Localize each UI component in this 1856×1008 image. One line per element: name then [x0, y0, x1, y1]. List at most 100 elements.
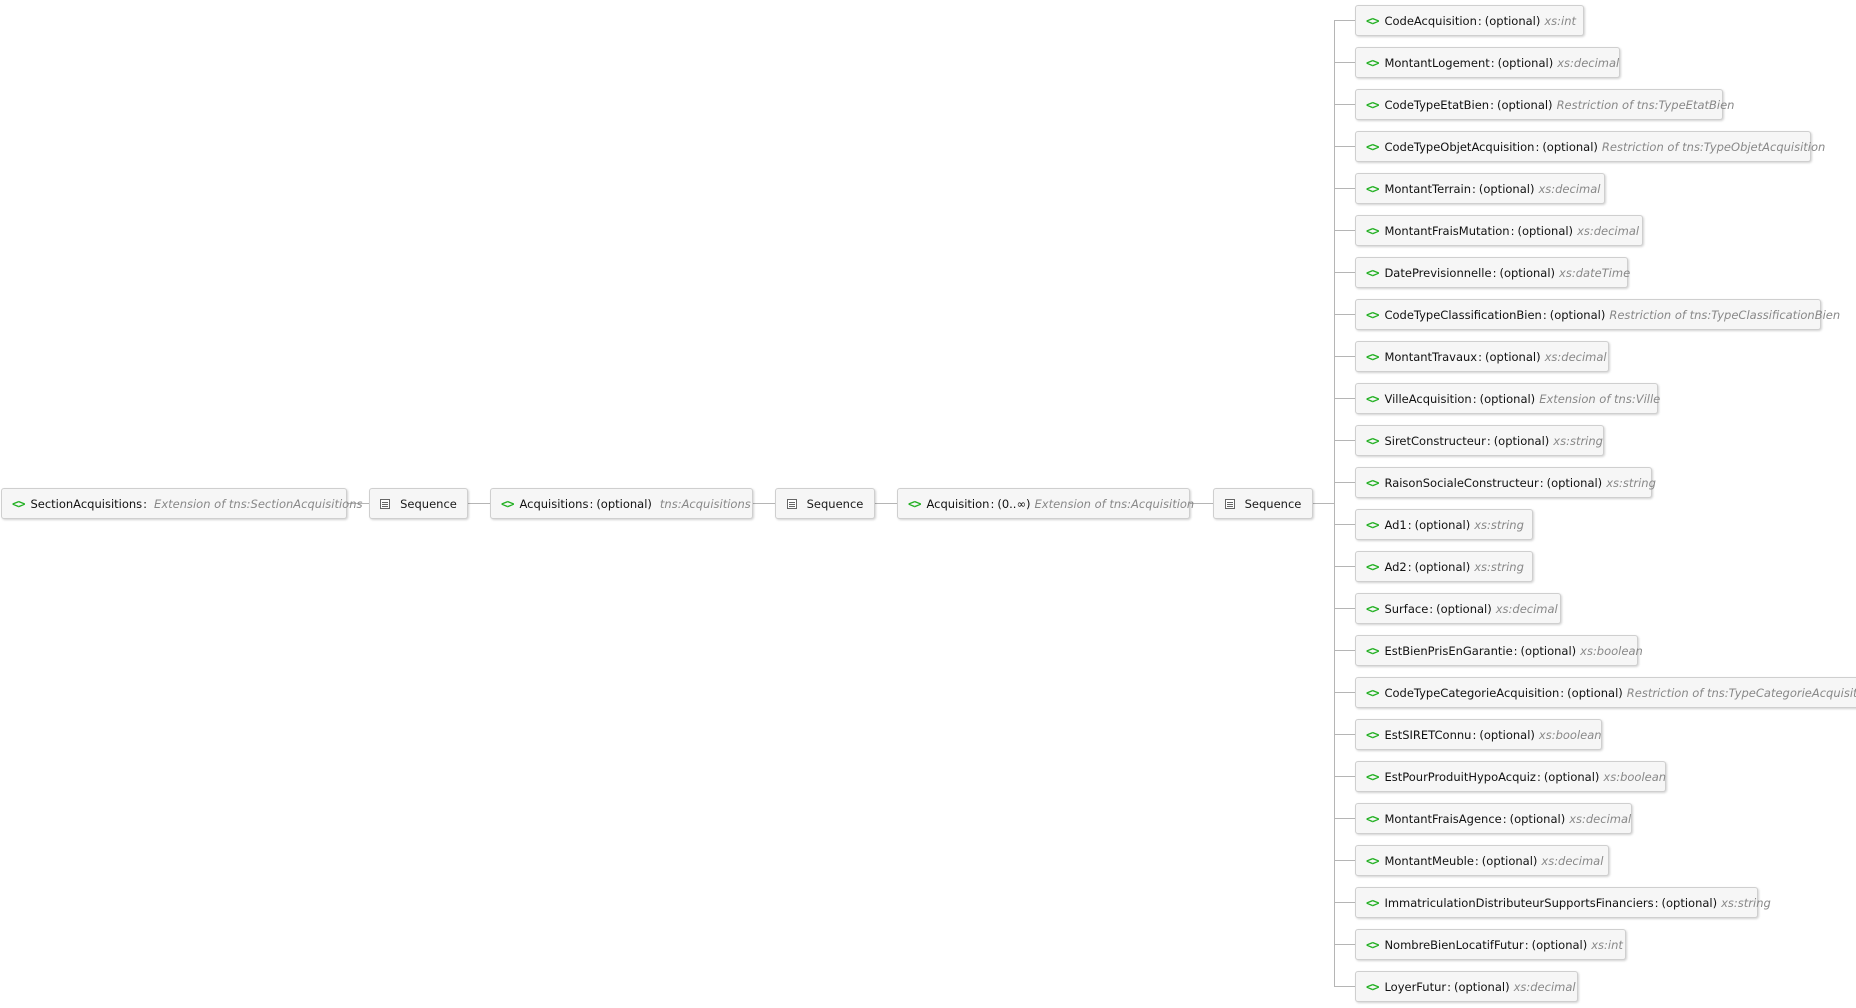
child-element-villeacquisition[interactable]: <>VilleAcquisition :(optional)Extension …	[1355, 383, 1661, 414]
element-type: tns:Acquisitions	[659, 496, 751, 511]
element-name: EstSIRETConnu	[1384, 727, 1472, 742]
element-occurs: (optional)	[1661, 895, 1718, 910]
element-name: DatePrevisionnelle	[1384, 265, 1492, 280]
element-type: xs:string	[1721, 895, 1771, 910]
child-element-estbienprisengarantie[interactable]: <>EstBienPrisEnGarantie :(optional)xs:bo…	[1355, 635, 1643, 666]
element-name: SectionAcquisitions	[30, 496, 143, 511]
child-element-codeacquisition[interactable]: <>CodeAcquisition :(optional)xs:int	[1355, 5, 1584, 36]
sequence-node-2[interactable]: Sequence	[775, 488, 875, 519]
element-icon: <>	[1366, 601, 1379, 616]
child-element-montanttravaux[interactable]: <> MontantTravaux :(optional)xs:decimal	[1355, 341, 1609, 372]
element-icon: <>	[1366, 979, 1379, 994]
child-element-montantfraisagence[interactable]: <>MontantFraisAgence :(optional)xs:decim…	[1355, 803, 1632, 834]
element-icon: <>	[1366, 391, 1379, 406]
element-occurs: (optional)	[1485, 349, 1541, 364]
name-separator: :	[1524, 937, 1529, 952]
name-separator: :	[1472, 727, 1477, 742]
element-occurs: (optional)	[1496, 97, 1553, 112]
name-separator: :	[1539, 475, 1544, 490]
child-element-dateprevisionnelle[interactable]: <>DatePrevisionnelle :(optional)xs:dateT…	[1355, 257, 1630, 288]
sequence-icon	[786, 498, 797, 509]
element-type: xs:decimal	[1557, 55, 1620, 70]
name-separator: :	[1477, 13, 1482, 28]
element-name: Acquisitions	[519, 496, 589, 511]
name-separator: :	[1560, 685, 1565, 700]
element-name: EstPourProduitHypoAcquiz	[1384, 769, 1536, 784]
element-type: xs:decimal	[1569, 811, 1632, 826]
element-occurs: (optional)	[1478, 181, 1535, 196]
child-element-codetypeobjetacquisition[interactable]: <>CodeTypeObjetAcquisition :(optional)Re…	[1355, 131, 1825, 162]
element-type: Restriction of tns:TypeCategorieAcquisit…	[1626, 685, 1856, 700]
element-occurs: (optional)	[1484, 13, 1541, 28]
element-occurs: (optional)	[1479, 727, 1535, 742]
child-element-ad2[interactable]: <>Ad2 :(optional)xs:string	[1355, 551, 1533, 582]
child-element-montantfraismutation[interactable]: <>MontantFraisMutation :(optional)xs:dec…	[1355, 215, 1643, 246]
element-acquisitions[interactable]: <> Acquisitions : (optional) tns:Acquisi…	[490, 488, 753, 519]
element-type: Restriction of tns:TypeEtatBien	[1556, 97, 1735, 112]
name-separator: :	[1502, 811, 1507, 826]
child-element-montantmeuble[interactable]: <>MontantMeuble :(optional)xs:decimal	[1355, 845, 1609, 876]
element-type: xs:boolean	[1580, 643, 1643, 658]
element-occurs: (optional)	[1479, 391, 1536, 406]
element-name: MontantTerrain	[1384, 181, 1471, 196]
child-element-estsiretconnu[interactable]: <>EstSIRETConnu :(optional)xs:boolean	[1355, 719, 1602, 750]
element-type: xs:string	[1474, 517, 1524, 532]
element-type: xs:decimal	[1495, 601, 1558, 616]
element-name: RaisonSocialeConstructeur	[1384, 475, 1539, 490]
child-element-montantlogement[interactable]: <>MontantLogement :(optional)xs:decimal	[1355, 47, 1620, 78]
name-separator: :	[990, 496, 995, 511]
child-element-raisonsocialeconstructeur[interactable]: <>RaisonSocialeConstructeur :(optional)x…	[1355, 467, 1656, 498]
element-type: xs:int	[1591, 937, 1623, 952]
element-occurs: (optional)	[1414, 517, 1471, 532]
name-separator: :	[1447, 979, 1451, 994]
element-icon: <>	[1366, 349, 1379, 364]
element-type: xs:decimal	[1541, 853, 1604, 868]
element-type: xs:boolean	[1603, 769, 1667, 784]
element-icon: <>	[1366, 55, 1379, 70]
element-occurs: (optional)	[1509, 811, 1566, 826]
element-icon: <>	[1366, 853, 1379, 868]
element-name: CodeTypeObjetAcquisition	[1384, 139, 1535, 154]
child-element-codetypeetatbien[interactable]: <>CodeTypeEtatBien :(optional)Restrictio…	[1355, 89, 1734, 120]
element-name: CodeTypeEtatBien	[1384, 97, 1490, 112]
element-icon: <>	[1366, 307, 1379, 322]
child-element-codetypecategorieacquisition[interactable]: <>CodeTypeCategorieAcquisition :(optiona…	[1355, 677, 1856, 708]
element-acquisition[interactable]: <> Acquisition : (0..∞) Extension of tns…	[897, 488, 1194, 519]
element-occurs: (0..∞)	[997, 496, 1031, 511]
child-element-montantterrain[interactable]: <>MontantTerrain :(optional)xs:decimal	[1355, 173, 1605, 204]
element-type: xs:boolean	[1538, 727, 1602, 742]
element-section-acquisitions[interactable]: <> SectionAcquisitions : Extension of tn…	[1, 488, 362, 519]
element-occurs: (optional)	[1493, 433, 1550, 448]
sequence-icon	[1224, 498, 1235, 509]
child-element-siretconstructeur[interactable]: <>SiretConstructeur :(optional)xs:string	[1355, 425, 1604, 456]
element-occurs: (optional)	[1414, 559, 1471, 574]
element-name: MontantLogement	[1384, 55, 1490, 70]
element-icon: <>	[1366, 559, 1379, 574]
sequence-label: Sequence	[1244, 496, 1302, 511]
element-occurs: (optional)	[1520, 643, 1577, 658]
element-type: Extension of tns:Acquisition	[1034, 496, 1195, 511]
child-element-nombrebienlocatiffutur[interactable]: <>NombreBienLocatifFutur :(optional)xs:i…	[1355, 929, 1626, 960]
child-element-immatriculationdistributeursupportsfinanciers[interactable]: <>ImmatriculationDistributeurSupportsFin…	[1355, 887, 1771, 918]
child-element-codetypeclassificationbien[interactable]: <>CodeTypeClassificationBien :(optional)…	[1355, 299, 1840, 330]
child-element-loyerfutur[interactable]: <>LoyerFutur :(optional)xs:decimal	[1355, 971, 1578, 1002]
child-element-surface[interactable]: <>Surface :(optional)xs:decimal	[1355, 593, 1561, 624]
element-type: xs:decimal	[1544, 349, 1607, 364]
sequence-node-3[interactable]: Sequence	[1213, 488, 1313, 519]
element-name: CodeTypeClassificationBien	[1384, 307, 1542, 322]
element-icon: <>	[1366, 265, 1379, 280]
child-element-estpourproduithypoacquiz[interactable]: <>EstPourProduitHypoAcquiz :(optional)xs…	[1355, 761, 1666, 792]
element-icon: <>	[1366, 643, 1379, 658]
name-separator: :	[1478, 349, 1482, 364]
name-separator: :	[1654, 895, 1659, 910]
element-icon: <>	[1366, 13, 1379, 28]
element-name: MontantTravaux	[1384, 349, 1478, 364]
element-type: Extension of tns:Ville	[1539, 391, 1661, 406]
element-occurs: (optional)	[1542, 139, 1598, 154]
name-separator: :	[1472, 391, 1477, 406]
element-name: Acquisition	[926, 496, 990, 511]
element-occurs: (optional)	[1549, 307, 1606, 322]
child-element-ad1[interactable]: <>Ad1 :(optional)xs:string	[1355, 509, 1533, 540]
sequence-label: Sequence	[806, 496, 864, 511]
sequence-node-1[interactable]: Sequence	[369, 488, 468, 519]
